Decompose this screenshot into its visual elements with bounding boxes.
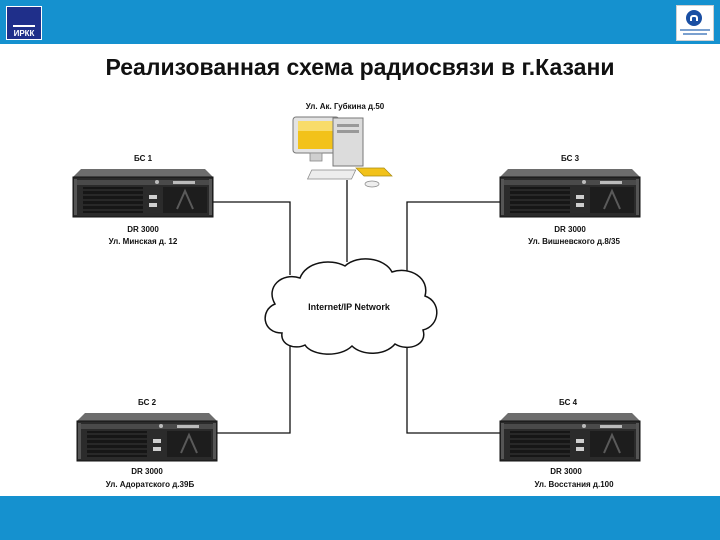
page-title: Реализованная схема радиосвязи в г.Казан… bbox=[105, 54, 615, 80]
station-address-bs2: Ул. Адоратского д.39Б bbox=[105, 480, 195, 489]
station-address-bs4: Ул. Восстания д.100 bbox=[534, 480, 614, 489]
station-address-bs1: Ул. Минская д. 12 bbox=[108, 237, 178, 246]
network-label: Internet/IP Network bbox=[308, 302, 390, 312]
left-logo-text: ИРКК bbox=[13, 29, 35, 38]
station-model-bs4: DR 3000 bbox=[550, 467, 582, 476]
header-bar: ИРКК bbox=[0, 0, 720, 44]
footer-bar bbox=[0, 496, 720, 540]
station-name-bs4: БС 4 bbox=[558, 398, 578, 407]
radio-unit-bs3 bbox=[499, 169, 641, 218]
radio-unit-bs2 bbox=[76, 413, 218, 462]
radio-unit-bs1 bbox=[72, 169, 214, 218]
server-address: Ул. Ак. Губкина д.50 bbox=[305, 102, 385, 111]
motorola-logo-icon bbox=[676, 5, 714, 41]
connection-lines bbox=[213, 180, 500, 434]
cloud-icon bbox=[264, 258, 438, 355]
link-bs1 bbox=[213, 201, 291, 275]
link-bs3 bbox=[406, 201, 500, 275]
computer-icon bbox=[292, 116, 393, 188]
station-address-bs3: Ул. Вишневского д.8/35 bbox=[528, 237, 620, 246]
station-name-bs3: БС 3 bbox=[560, 154, 580, 163]
harp-logo-mark bbox=[13, 11, 35, 27]
station-model-bs1: DR 3000 bbox=[127, 225, 159, 234]
station-name-bs2: БС 2 bbox=[137, 398, 157, 407]
link-bs2 bbox=[213, 345, 291, 434]
link-bs4 bbox=[406, 345, 500, 434]
harp-logo-icon: ИРКК bbox=[6, 6, 42, 40]
station-model-bs2: DR 3000 bbox=[131, 467, 163, 476]
station-name-bs1: БС 1 bbox=[133, 154, 153, 163]
station-model-bs3: DR 3000 bbox=[554, 225, 586, 234]
radio-unit-bs4 bbox=[499, 413, 641, 462]
